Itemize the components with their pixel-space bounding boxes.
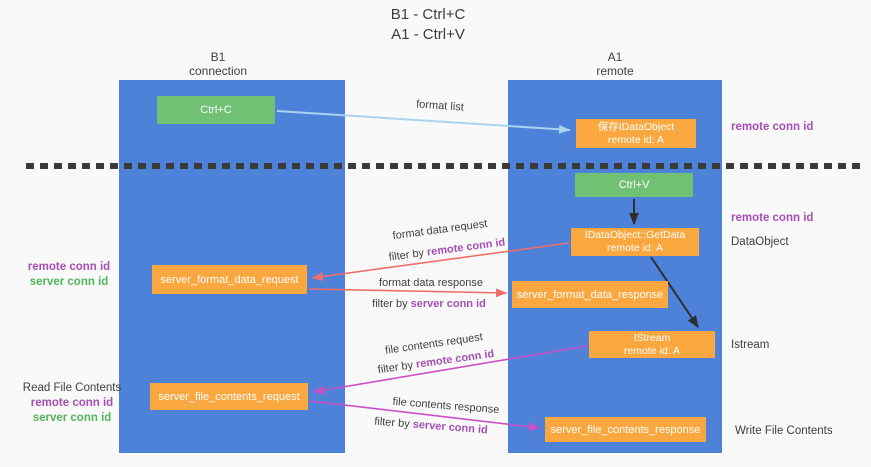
ctrl-c-node: Ctrl+C bbox=[157, 96, 275, 124]
lane-b1-name: B1 bbox=[210, 50, 226, 64]
format-list-arrow bbox=[276, 110, 571, 134]
remote-conn-id-annotation-left: remote conn id bbox=[27, 261, 111, 273]
istream-line1: IStream bbox=[633, 331, 671, 344]
left-conn-id-block-bottom: Read File Contents remote conn id server… bbox=[22, 381, 122, 426]
left-conn-id-block-mid: remote conn id server conn id bbox=[20, 260, 118, 290]
istream-node: IStream remote id: A bbox=[589, 331, 715, 358]
remote-conn-id-annotation-top: remote conn id bbox=[731, 121, 814, 133]
lane-a1-role: remote bbox=[596, 64, 634, 78]
lane-b1-role: connection bbox=[188, 64, 248, 78]
file-contents-request-arrow bbox=[312, 345, 588, 395]
server-conn-id-text: server conn id bbox=[410, 298, 486, 310]
read-file-contents-annotation: Read File Contents bbox=[22, 382, 122, 394]
server-format-data-response-label: server_format_data_response bbox=[516, 288, 664, 301]
write-file-contents-annotation: Write File Contents bbox=[735, 425, 833, 437]
server-file-contents-response-label: server_file_contents_response bbox=[550, 423, 701, 436]
diagram-title: B1 - Ctrl+C A1 - Ctrl+V bbox=[391, 5, 466, 45]
getdata-to-istream-arrow bbox=[650, 256, 699, 328]
title-line-1: B1 - Ctrl+C bbox=[390, 6, 466, 23]
title-line-2: A1 - Ctrl+V bbox=[391, 26, 465, 43]
server-format-data-response-node: server_format_data_response bbox=[512, 281, 668, 308]
dataobject-annotation: DataObject bbox=[731, 236, 789, 248]
remote-conn-id-annotation-mid: remote conn id bbox=[731, 212, 814, 224]
server-conn-id-annotation-left-bottom: server conn id bbox=[32, 412, 112, 424]
format-data-response-filter-label: filter by server conn id bbox=[372, 298, 486, 310]
ctrl-v-label: Ctrl+V bbox=[618, 179, 650, 191]
idataobject-getdata-node: IDataObject::GetData remote id: A bbox=[571, 228, 699, 256]
save-idataobject-node: 保存IDataObject remote id: A bbox=[576, 119, 696, 148]
server-file-contents-request-node: server_file_contents_request bbox=[150, 383, 308, 410]
ctrl-c-label: Ctrl+C bbox=[200, 104, 232, 116]
filter-by-text: filter by bbox=[372, 298, 411, 310]
lane-a1-name: A1 bbox=[607, 50, 623, 64]
server-format-data-request-label: server_format_data_request bbox=[160, 273, 299, 286]
file-contents-response-arrow bbox=[309, 400, 541, 432]
getdata-line1: IDataObject::GetData bbox=[584, 229, 686, 241]
lane-header-b1: B1 connection bbox=[189, 50, 247, 78]
istream-line2: remote id: A bbox=[623, 344, 681, 357]
remote-conn-id-annotation-left-bottom: remote conn id bbox=[30, 397, 114, 409]
save-idataobject-line1: 保存IDataObject bbox=[597, 120, 675, 133]
format-data-response-label: format data response bbox=[379, 277, 483, 289]
server-format-data-request-node: server_format_data_request bbox=[152, 265, 307, 294]
istream-annotation: Istream bbox=[731, 339, 770, 351]
getdata-line2: remote id: A bbox=[606, 242, 664, 254]
server-conn-id-annotation-left: server conn id bbox=[29, 276, 109, 288]
save-idataobject-line2: remote id: A bbox=[607, 133, 665, 146]
format-data-request-arrow bbox=[311, 242, 570, 281]
lane-header-a1: A1 remote bbox=[596, 50, 633, 78]
phase-separator-dashed-line bbox=[26, 163, 860, 169]
server-file-contents-request-label: server_file_contents_request bbox=[158, 390, 300, 403]
server-file-contents-response-node: server_file_contents_response bbox=[545, 417, 706, 442]
format-data-response-arrow bbox=[308, 288, 508, 298]
ctrl-v-node: Ctrl+V bbox=[575, 173, 693, 197]
